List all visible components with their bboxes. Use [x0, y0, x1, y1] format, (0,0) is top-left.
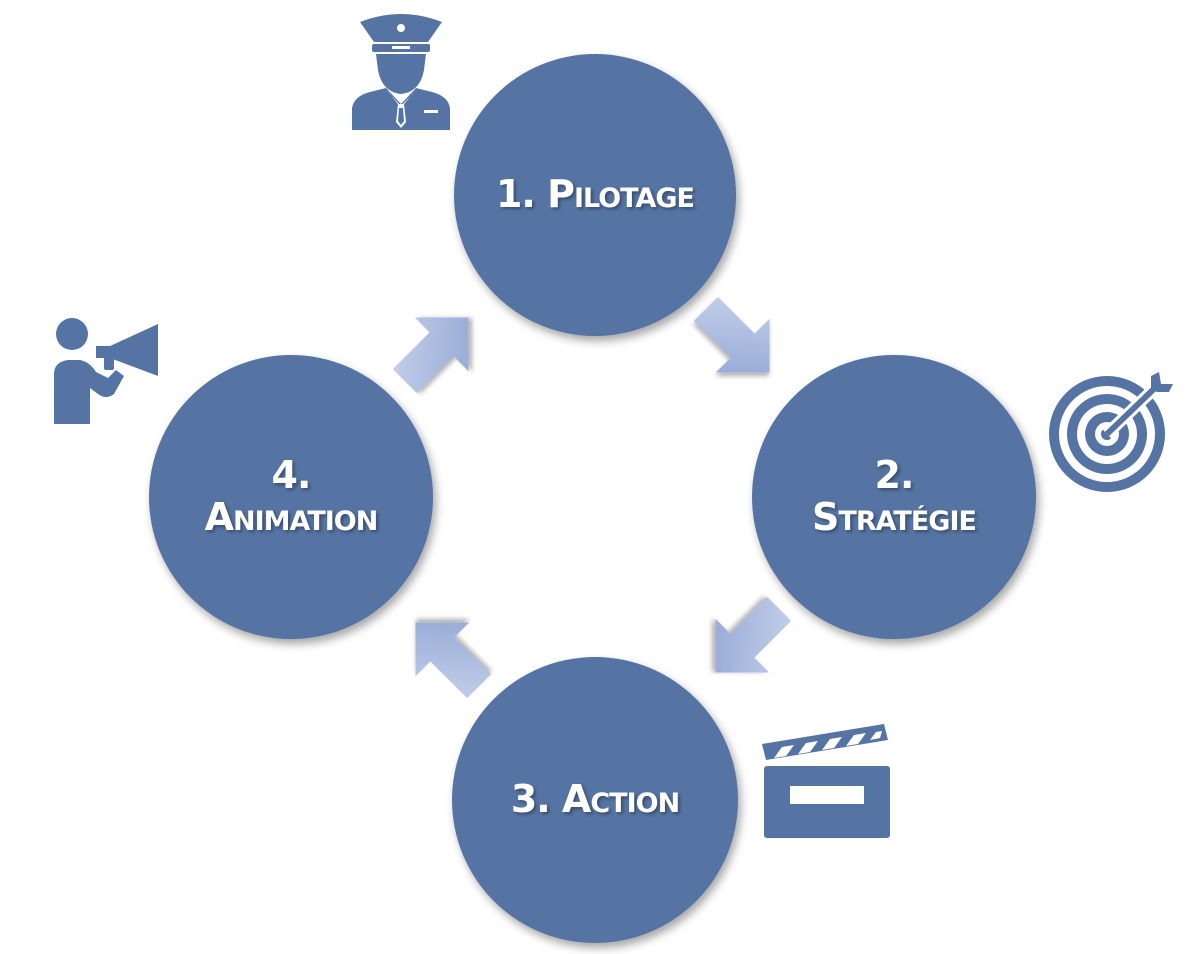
- step-action-label: 3. Action: [510, 777, 680, 822]
- megaphone-person-icon: [54, 318, 158, 424]
- arrow-strategie-to-action: [715, 596, 792, 673]
- step-animation: 4. Animation: [149, 355, 433, 639]
- step-pilotage-title: 1. Pilotage: [495, 172, 695, 217]
- step-strategie-label: 2. Stratégie: [812, 453, 977, 539]
- clapperboard-icon: [762, 724, 890, 838]
- step-pilotage-label: 1. Pilotage: [495, 172, 695, 217]
- step-strategie: 2. Stratégie: [752, 355, 1036, 639]
- step-action: 3. Action: [452, 657, 738, 943]
- arrow-action-to-animation: [415, 622, 492, 699]
- step-action-title: 3. Action: [510, 777, 680, 822]
- target-icon: [1049, 372, 1173, 492]
- step-strategie-number: 2.: [874, 453, 915, 498]
- arrow-animation-to-pilotage: [392, 317, 469, 394]
- step-animation-number: 4.: [271, 453, 312, 498]
- step-animation-title: Animation: [204, 495, 379, 539]
- step-strategie-title: Stratégie: [812, 495, 977, 539]
- step-pilotage: 1. Pilotage: [454, 54, 736, 336]
- arrow-pilotage-to-strategie: [693, 296, 770, 373]
- step-animation-label: 4. Animation: [204, 453, 379, 539]
- pilot-icon: [352, 14, 450, 130]
